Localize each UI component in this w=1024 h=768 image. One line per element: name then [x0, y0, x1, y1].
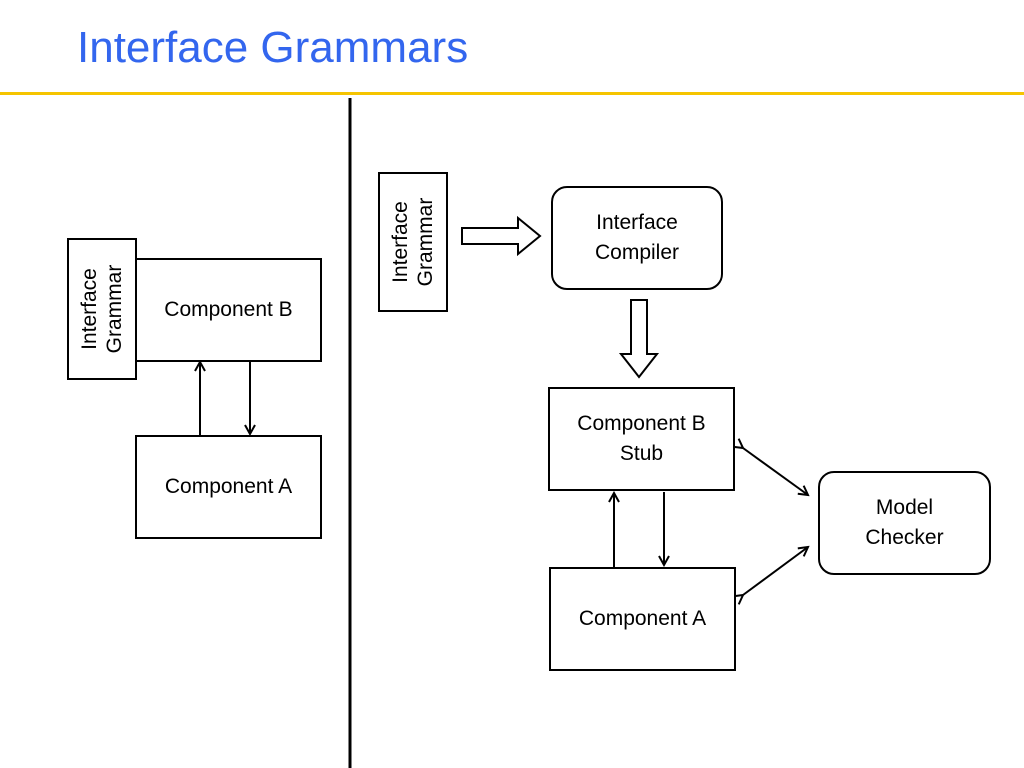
left-component-a-box: Component A — [135, 435, 322, 539]
title-underline — [0, 92, 1024, 95]
arrow-a-model-checker — [743, 547, 808, 595]
interface-compiler-box: Interface Compiler — [551, 186, 723, 290]
hollow-arrow-grammar-to-compiler — [461, 215, 542, 257]
left-component-a-label: Component A — [164, 475, 293, 498]
model-checker-box: Model Checker — [818, 471, 991, 575]
right-component-a-label: Component A — [578, 607, 707, 630]
hollow-arrow-compiler-to-stub — [618, 299, 660, 379]
left-component-b-box: Component B — [135, 258, 322, 362]
right-interface-grammar-box: Interface Grammar — [378, 172, 448, 312]
slide-title: Interface Grammars — [77, 23, 469, 72]
component-b-stub-box: Component B Stub — [548, 387, 735, 491]
right-interface-grammar-label: Interface Grammar — [389, 197, 437, 287]
right-component-a-box: Component A — [549, 567, 736, 671]
left-interface-grammar-label: Interface Grammar — [78, 264, 126, 354]
left-component-b-label: Component B — [164, 298, 293, 321]
left-interface-grammar-box: Interface Grammar — [67, 238, 137, 380]
arrow-stub-model-checker — [743, 448, 808, 495]
